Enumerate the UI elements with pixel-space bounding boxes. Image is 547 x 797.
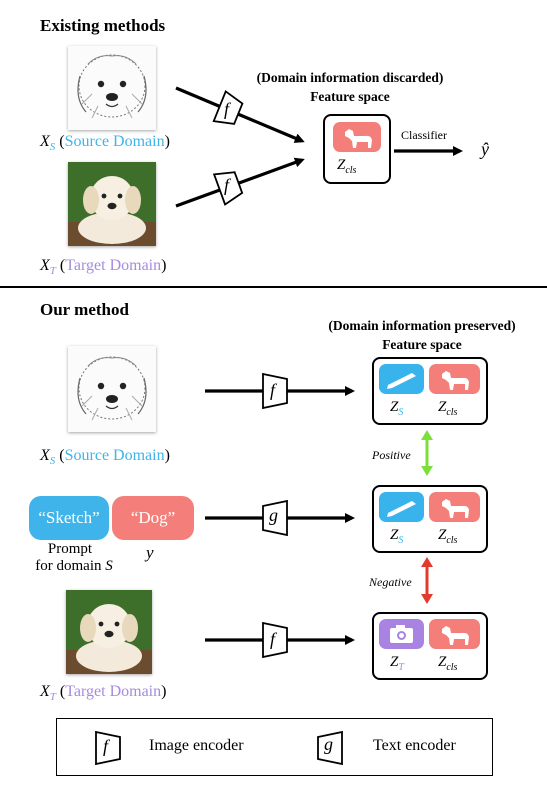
target-domain-tile: [379, 619, 424, 649]
source-class-tile: [429, 364, 480, 394]
source-z-s-label: ZS: [390, 399, 404, 418]
prompt-caption-line1: Prompt: [47, 541, 93, 557]
pencil-icon: [387, 501, 416, 517]
top-feature-caption-1: (Domain information discarded): [256, 70, 444, 85]
legend-box: f Image encoder g Text encoder: [56, 718, 493, 776]
source-sketch-dog-image: [68, 46, 156, 130]
bottom-text-encoder-symbol: g: [269, 505, 278, 525]
legend-image-encoder-symbol: f: [103, 736, 109, 756]
top-source-encoder: [212, 90, 244, 125]
positive-label: Positive: [372, 448, 411, 462]
text-class-tile: [429, 492, 480, 522]
text-domain-tile: [379, 492, 424, 522]
bottom-feature-caption-1: (Domain information preserved): [328, 318, 516, 333]
bottom-target-photo-dog-image: [66, 590, 152, 674]
target-z-cls-label: Zcls: [438, 654, 458, 673]
prompt-caption-line2: for domain S: [35, 558, 113, 574]
bottom-source-encoder: [262, 372, 288, 410]
bottom-source-encoder-symbol: f: [270, 380, 276, 400]
classifier-label: Classifier: [401, 128, 447, 142]
top-class-dog-tile: [333, 122, 381, 152]
bottom-text-encoder: [262, 499, 288, 537]
section-divider: [0, 286, 547, 288]
y-label: y: [146, 543, 154, 562]
target-feature-box: ZT Zcls: [372, 612, 488, 680]
text-z-s-label: ZS: [390, 527, 404, 546]
text-encoder-legend-icon: [317, 730, 343, 766]
top-source-encoder-symbol: f: [224, 99, 230, 119]
bottom-target-domain-label: XT (Target Domain): [40, 683, 167, 704]
top-z-cls-label: Zcls: [337, 157, 357, 176]
legend-text-encoder-label: Text encoder: [373, 737, 456, 754]
target-z-t-label: ZT: [390, 654, 404, 673]
existing-methods-heading: Existing methods: [40, 16, 166, 35]
dog-silhouette-icon: [442, 371, 469, 390]
image-encoder-legend-icon: [95, 730, 121, 766]
prompt-sketch-box: “Sketch”: [29, 496, 109, 540]
y-hat-output: ŷ: [481, 139, 489, 159]
target-domain-label: XT (Target Domain): [40, 257, 167, 278]
legend-image-encoder-label: Image encoder: [149, 737, 244, 754]
camera-icon: [390, 625, 413, 643]
target-class-tile: [429, 619, 480, 649]
text-feature-box: ZS Zcls: [372, 485, 488, 553]
bottom-target-encoder: [262, 621, 288, 659]
prompt-dog-box: “Dog”: [112, 496, 194, 540]
negative-label: Negative: [369, 575, 412, 589]
source-domain-tile: [379, 364, 424, 394]
top-feature-caption-2: Feature space: [310, 89, 390, 104]
dog-silhouette-icon: [442, 626, 469, 645]
source-domain-label: XS (Source Domain): [40, 133, 170, 154]
legend-text-encoder-symbol: g: [324, 734, 333, 754]
our-method-heading: Our method: [40, 300, 129, 319]
source-feature-box: ZS Zcls: [372, 357, 488, 425]
pencil-icon: [387, 373, 416, 389]
target-photo-dog-image: [68, 162, 156, 246]
top-target-encoder: [212, 171, 244, 206]
dog-silhouette-icon: [345, 129, 372, 148]
top-target-encoder-symbol: f: [224, 175, 230, 195]
positive-arrow: [421, 430, 433, 476]
text-z-cls-label: Zcls: [438, 527, 458, 546]
bottom-target-encoder-symbol: f: [270, 629, 276, 649]
bottom-source-sketch-dog-image: [68, 346, 156, 432]
top-feature-space-box: Zcls: [323, 114, 391, 184]
negative-arrow: [421, 557, 433, 604]
bottom-feature-caption-2: Feature space: [382, 337, 462, 352]
bottom-source-domain-label: XS (Source Domain): [40, 447, 170, 468]
top-source-arrow: [175, 86, 305, 143]
source-z-cls-label: Zcls: [438, 399, 458, 418]
dog-silhouette-icon: [442, 499, 469, 518]
